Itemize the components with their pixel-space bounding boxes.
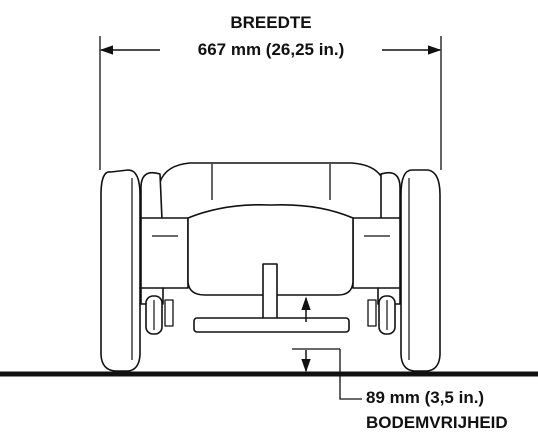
left-armrest: [140, 171, 163, 221]
foot-plate: [193, 317, 350, 333]
center-post: [262, 263, 278, 321]
clearance-leader-line: [339, 349, 362, 400]
wheelchair-front-view: [100, 162, 441, 372]
width-title: BREEDTE: [230, 13, 311, 32]
clearance-title: BODEMVRIJHEID: [366, 413, 508, 432]
seat: [187, 203, 354, 296]
width-value: 667 mm (26,25 in.): [198, 40, 344, 59]
clearance-value: 89 mm (3,5 in.): [366, 388, 484, 407]
left-wheel: [100, 169, 141, 372]
right-side-frame: [352, 217, 401, 297]
right-wheel: [400, 169, 441, 372]
right-armrest: [380, 171, 401, 221]
left-side-frame: [140, 217, 189, 297]
